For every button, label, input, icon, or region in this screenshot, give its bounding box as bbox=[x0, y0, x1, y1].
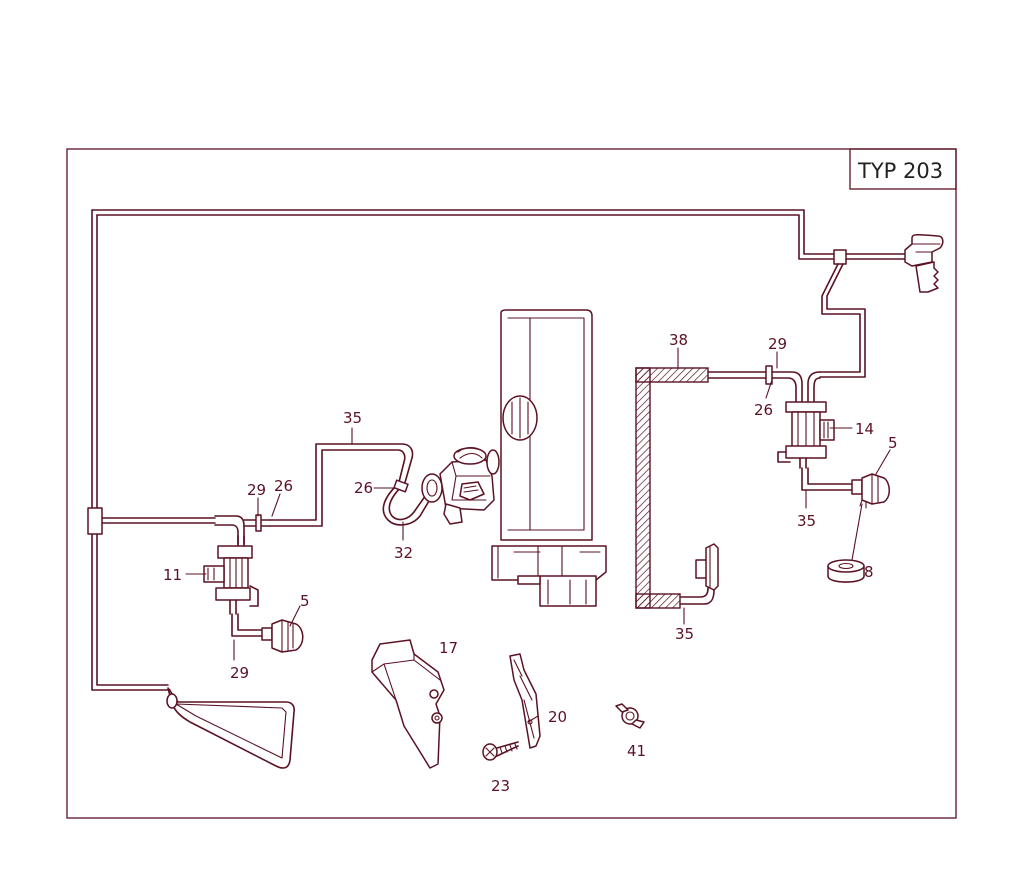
label-29-left: 29 bbox=[247, 481, 266, 499]
screw-23 bbox=[482, 741, 519, 761]
check-valve-right-lower bbox=[695, 543, 719, 591]
left-valve-assembly bbox=[203, 443, 414, 653]
label-5-right: 5 bbox=[888, 434, 898, 452]
label-32: 32 bbox=[394, 544, 413, 562]
label-29-bottom: 29 bbox=[230, 664, 249, 682]
leader-lines bbox=[185, 347, 891, 723]
label-26-left: 26 bbox=[274, 477, 293, 495]
vacuum-reservoir bbox=[166, 687, 295, 769]
label-41: 41 bbox=[627, 742, 646, 760]
holder-20 bbox=[509, 653, 541, 749]
type-label: TYP 203 bbox=[857, 159, 943, 183]
label-11: 11 bbox=[163, 566, 182, 584]
label-23: 23 bbox=[491, 777, 510, 795]
type-box: TYP 203 bbox=[849, 148, 957, 190]
clip-41 bbox=[615, 703, 645, 729]
brake-booster-unit bbox=[491, 309, 607, 607]
label-26-mid: 26 bbox=[354, 479, 373, 497]
label-17: 17 bbox=[439, 639, 458, 657]
label-26-right: 26 bbox=[754, 401, 773, 419]
label-14: 14 bbox=[855, 420, 874, 438]
label-35-top: 35 bbox=[343, 409, 362, 427]
label-29-right: 29 bbox=[768, 335, 787, 353]
label-8: 8 bbox=[864, 563, 874, 581]
label-5-left: 5 bbox=[300, 592, 310, 610]
label-35-right: 35 bbox=[797, 512, 816, 530]
part-labels: 35 29 26 26 32 11 5 29 17 20 23 41 38 29… bbox=[163, 331, 898, 795]
center-pump-assembly bbox=[382, 446, 500, 526]
right-valve-assembly bbox=[765, 365, 890, 509]
bracket-17 bbox=[371, 639, 445, 769]
diagram-frame bbox=[66, 148, 957, 819]
grommet-8 bbox=[827, 559, 865, 583]
label-20: 20 bbox=[548, 708, 567, 726]
label-38: 38 bbox=[669, 331, 688, 349]
hatched-line-38 bbox=[635, 367, 771, 609]
main-vacuum-line bbox=[87, 209, 906, 691]
sensor-plug bbox=[904, 233, 944, 293]
label-35-bottom: 35 bbox=[675, 625, 694, 643]
